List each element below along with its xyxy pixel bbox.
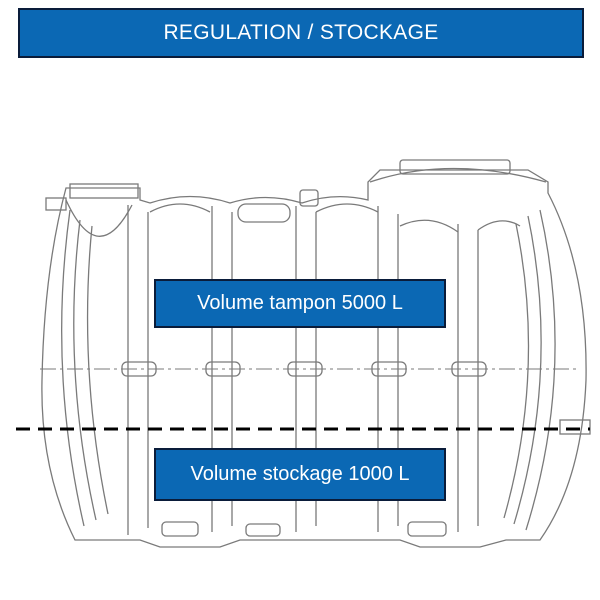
top-handle — [237, 203, 291, 223]
left-end-rib-1 — [61, 209, 85, 527]
top-lug — [299, 189, 319, 207]
buffer-volume-text: Volume tampon 5000 L — [197, 292, 403, 314]
manhole-lid — [399, 159, 511, 175]
left-neck-dome — [65, 199, 133, 237]
bottom-foot-3 — [407, 521, 447, 537]
tank-outline — [41, 169, 587, 548]
rib-crown-2 — [315, 203, 379, 213]
left-neck — [69, 183, 139, 199]
manhole-dome — [369, 167, 547, 183]
bottom-foot-1 — [161, 521, 199, 537]
left-end-rib-2 — [73, 219, 97, 521]
rib-crown-1 — [149, 203, 211, 213]
storage-volume-label: Volume stockage 1000 L — [154, 448, 446, 501]
bottom-foot-2 — [245, 523, 281, 537]
inlet-pipe — [45, 197, 67, 211]
rib-crown-3 — [399, 219, 459, 233]
rib-crown-4 — [477, 220, 521, 231]
right-end-rib-3 — [503, 223, 530, 519]
title-banner: REGULATION / STOCKAGE — [18, 8, 584, 58]
right-end-rib-1 — [525, 209, 556, 531]
right-end-rib-2 — [513, 215, 542, 525]
buffer-volume-label: Volume tampon 5000 L — [154, 279, 446, 328]
title-text: REGULATION / STOCKAGE — [163, 21, 439, 44]
storage-volume-text: Volume stockage 1000 L — [190, 463, 410, 485]
left-end-rib-3 — [86, 225, 109, 515]
outlet-pipe — [559, 419, 591, 435]
